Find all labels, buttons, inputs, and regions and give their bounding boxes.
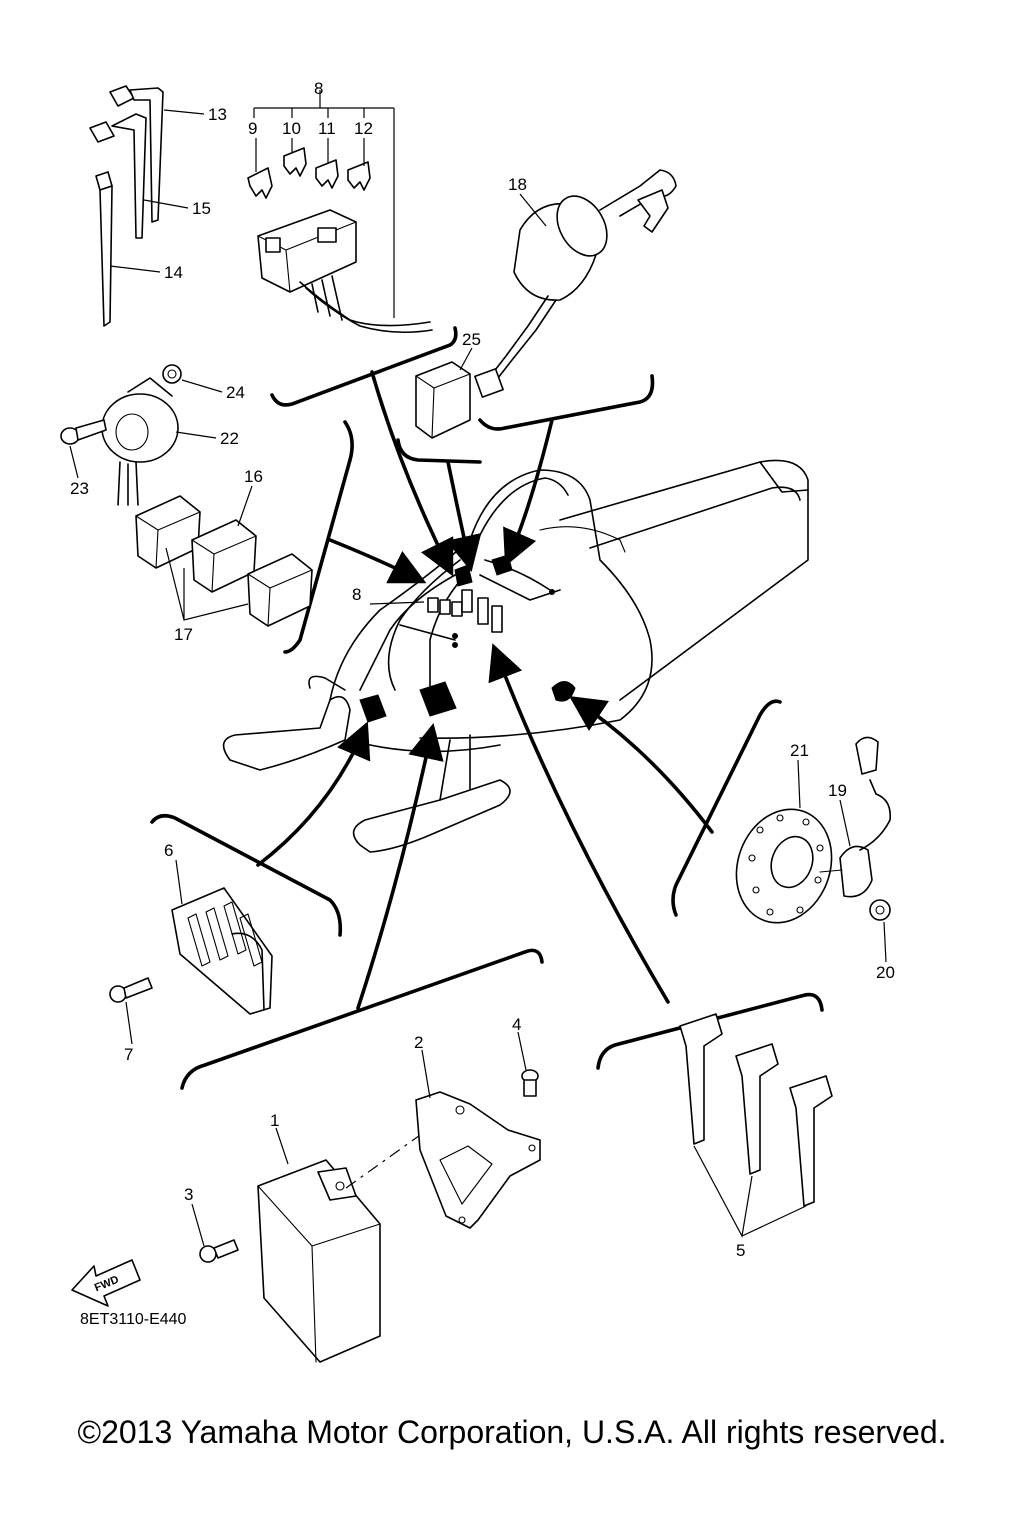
callout-3: 3 <box>184 1185 193 1204</box>
callout-numbers: 8 9 10 11 12 13 15 14 18 25 24 22 23 16 … <box>70 79 895 1260</box>
callout-21: 21 <box>790 741 809 760</box>
bolt-23 <box>60 419 107 445</box>
ignition-coils-5 <box>679 1013 833 1207</box>
callout-20: 20 <box>876 963 895 982</box>
callout-15: 15 <box>192 199 211 218</box>
callout-25: 25 <box>462 330 481 349</box>
callout-22: 22 <box>220 429 239 448</box>
callout-1: 1 <box>270 1111 279 1130</box>
bolt-3 <box>199 1239 239 1263</box>
fuse-box-8 <box>257 209 433 334</box>
bolt-4 <box>521 1069 539 1097</box>
callout-19: 19 <box>828 781 847 800</box>
callout-18: 18 <box>508 175 527 194</box>
callout-10: 10 <box>282 119 301 138</box>
callout-7: 7 <box>124 1045 133 1064</box>
callout-11: 11 <box>318 119 336 138</box>
regulator-6 <box>171 887 273 1015</box>
callout-6: 6 <box>164 841 173 860</box>
bracket-2 <box>415 1091 541 1229</box>
main-switch-18 <box>474 169 677 398</box>
fwd-arrow-icon <box>71 1259 141 1307</box>
callout-4: 4 <box>512 1015 521 1034</box>
drawing-code: 8ET3110-E440 <box>80 1311 187 1328</box>
pointer-lines <box>256 370 714 1010</box>
callout-2: 2 <box>414 1033 423 1052</box>
cable-tie-15 <box>89 113 147 239</box>
callout-9: 9 <box>248 119 257 138</box>
callout-8-top: 8 <box>314 79 323 98</box>
callout-8-harness: 8 <box>352 585 361 604</box>
cable-tie-13 <box>109 85 164 223</box>
wire-harness-installed <box>359 554 576 723</box>
callout-5: 5 <box>736 1241 745 1260</box>
nut-20 <box>869 899 891 921</box>
nut-24 <box>162 364 182 384</box>
bolt-7 <box>109 977 153 1003</box>
callout-12: 12 <box>354 119 373 138</box>
horn-22 <box>101 377 179 506</box>
callout-24: 24 <box>226 383 245 402</box>
copyright-notice: ©2013 Yamaha Motor Corporation, U.S.A. A… <box>77 1414 947 1450</box>
callout-23: 23 <box>70 479 89 498</box>
leader-lines <box>69 90 887 1247</box>
relay-25 <box>415 361 471 439</box>
relays-16-17 <box>135 495 313 627</box>
callout-16: 16 <box>244 467 263 486</box>
sensor-19 <box>819 736 892 898</box>
callout-17: 17 <box>174 625 193 644</box>
callout-13: 13 <box>208 105 227 124</box>
fuses-9-12 <box>247 147 371 199</box>
cable-tie-14 <box>95 171 113 327</box>
rotor-21 <box>735 808 833 924</box>
callout-14: 14 <box>164 263 183 282</box>
